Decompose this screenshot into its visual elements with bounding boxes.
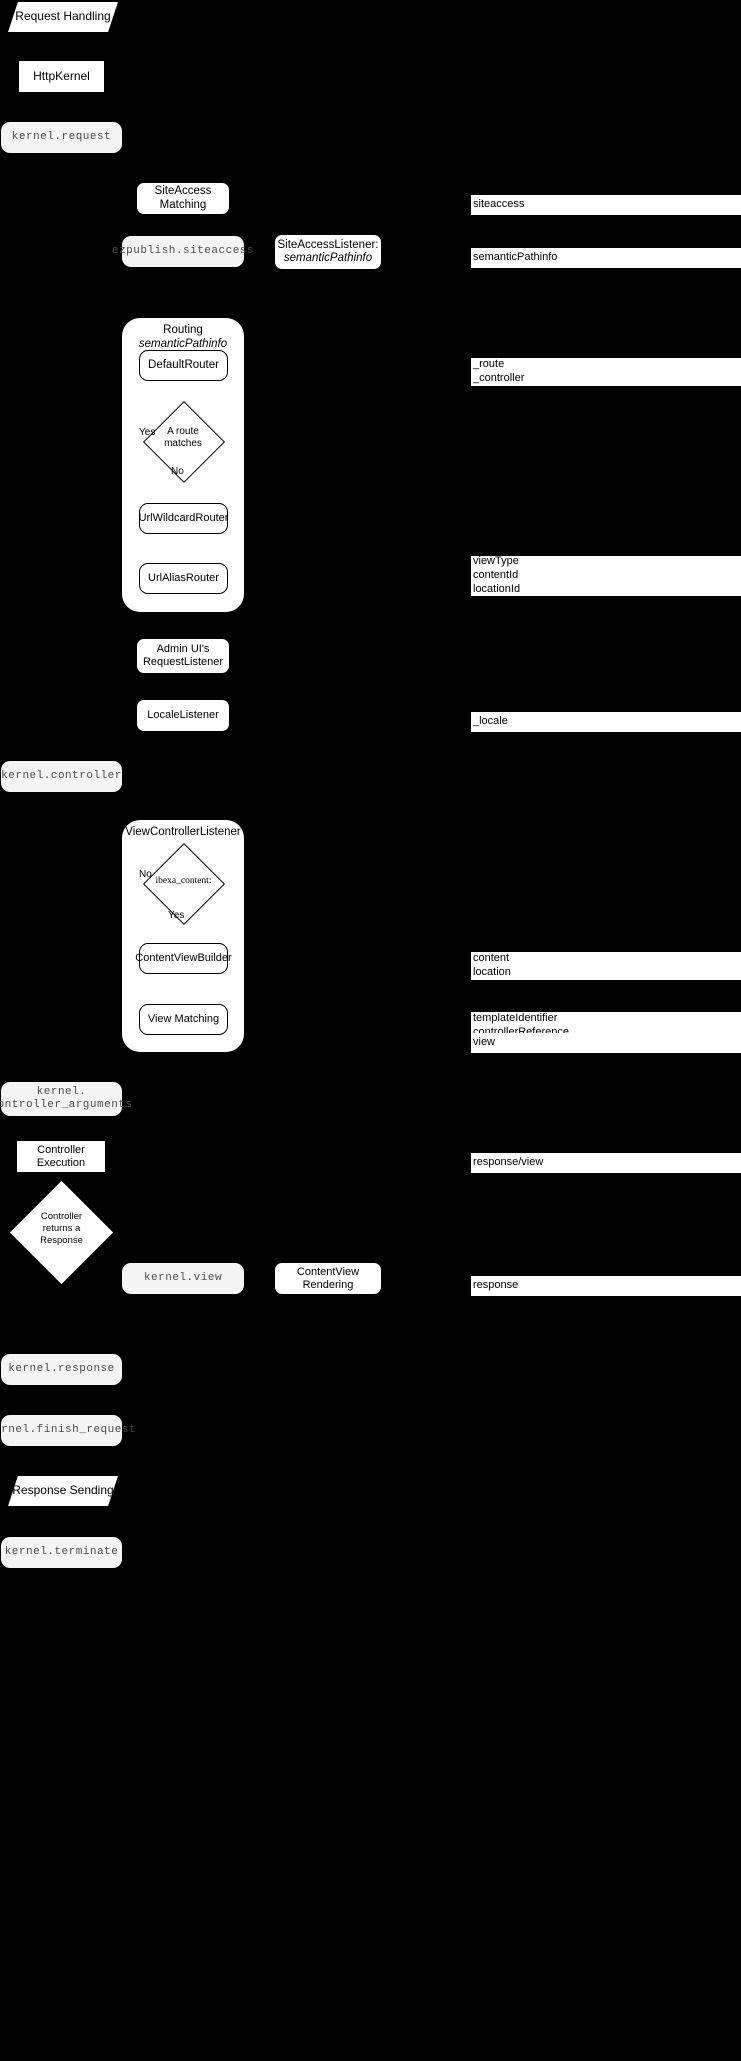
node-url-wildcard-router[interactable]: UrlWildcardRouter	[139, 503, 228, 534]
attribute-box-siteaccess: siteaccess	[471, 195, 741, 215]
node-label: View Matching	[147, 1013, 220, 1026]
attribute-line: locationId	[473, 582, 521, 595]
event-label-line1: kernel.	[36, 1086, 87, 1099]
attribute-box-view-content-location-ids: viewType contentId locationId	[471, 555, 741, 596]
attribute-line: content	[473, 952, 510, 965]
node-view-matching[interactable]: View Matching	[139, 1004, 228, 1035]
decision-label-line1: ibexa_content:	[155, 876, 212, 886]
event-kernel-terminate[interactable]: kernel.terminate	[1, 1537, 122, 1568]
attribute-box-semanticpathinfo: semanticPathinfo	[471, 248, 741, 268]
attribute-box-content-location: content location	[471, 952, 741, 980]
event-kernel-response[interactable]: kernel.response	[1, 1354, 122, 1385]
node-label: UrlWildcardRouter	[138, 512, 229, 525]
phase-response-sending: Response Sending	[8, 1476, 118, 1506]
node-label: LocaleListener	[147, 709, 219, 722]
node-label: ContentView Rendering	[296, 1265, 360, 1291]
phase-label: Response Sending	[12, 1483, 114, 1498]
attribute-line: _route	[473, 358, 505, 371]
decision-label-line2: matches	[164, 437, 202, 449]
event-label: kernel.finish_request	[0, 1424, 137, 1437]
edge-label-text: Yes	[139, 427, 156, 438]
node-label-line2: semanticPathinfo	[283, 252, 373, 264]
attribute-line: semanticPathinfo	[473, 251, 558, 264]
event-kernel-request[interactable]: kernel.request	[1, 122, 122, 153]
node-label-line2: RequestListener	[142, 656, 224, 668]
event-label: kernel.response	[8, 1363, 115, 1376]
node-siteaccess-listener[interactable]: SiteAccessListener: semanticPathinfo	[275, 235, 381, 269]
attribute-line: _controller	[473, 372, 525, 384]
attribute-line: location	[473, 966, 511, 978]
decision-label-line1: Controller	[40, 1211, 83, 1222]
attribute-box-view: view	[471, 1033, 741, 1053]
decision-route-matches-label: A route matches	[155, 426, 211, 449]
edge-label-ibexa-yes: Yes	[168, 910, 184, 921]
event-label: kernel.request	[11, 131, 112, 144]
event-label: kernel.terminate	[4, 1546, 119, 1559]
group-title-prefix: Routing	[163, 324, 203, 336]
node-content-view-builder[interactable]: ContentViewBuilder	[135, 943, 232, 974]
node-label-line1: Admin UI's	[156, 643, 210, 656]
decision-ibexa-content-label: ibexa_content:	[144, 876, 223, 886]
decision-controller-returns-response-label: Controller returns a Response	[25, 1211, 98, 1247]
edge-label-text: No	[171, 466, 184, 477]
event-ezpublish-siteaccess[interactable]: ezpublish.siteaccess	[112, 236, 254, 267]
node-label: DefaultRouter	[148, 358, 219, 371]
node-default-router[interactable]: DefaultRouter	[139, 350, 228, 381]
attribute-box-response-view: response/view	[471, 1153, 741, 1173]
event-label-line2: controller_arguments	[0, 1099, 133, 1111]
attribute-box-locale: _locale	[471, 712, 741, 732]
node-url-alias-router[interactable]: UrlAliasRouter	[139, 563, 228, 594]
node-contentview-rendering[interactable]: ContentView Rendering	[275, 1263, 381, 1294]
node-admin-ui-request-listener[interactable]: Admin UI's RequestListener	[137, 639, 229, 673]
event-kernel-controller-arguments[interactable]: kernel. controller_arguments	[0, 1082, 132, 1116]
node-httpkernel[interactable]: HttpKernel	[19, 61, 104, 92]
attribute-line: view	[473, 1036, 496, 1049]
edge-label-route-no: No	[171, 466, 184, 477]
node-label-line1: SiteAccessListener:	[277, 238, 379, 251]
attribute-line: templateIdentifier	[473, 1012, 558, 1025]
decision-label-line2: returns a	[42, 1222, 81, 1234]
decision-label-line1: A route	[167, 426, 199, 437]
node-controller-execution[interactable]: Controller Execution	[17, 1141, 105, 1172]
attribute-line: viewType	[473, 555, 519, 568]
edge-label-route-yes: Yes	[139, 427, 155, 438]
event-label: kernel.view	[143, 1272, 223, 1285]
phase-request-handling: Request Handling	[8, 2, 118, 32]
group-title-italic: semanticPathinfo	[138, 337, 228, 350]
node-siteaccess-matching[interactable]: SiteAccess Matching	[137, 183, 229, 214]
event-kernel-controller[interactable]: kernel.controller	[1, 761, 122, 792]
event-label: kernel.controller	[1, 770, 122, 783]
event-kernel-finish-request[interactable]: kernel.finish_request	[0, 1415, 136, 1446]
attribute-line: siteaccess	[473, 198, 525, 211]
attribute-box-response: response	[471, 1276, 741, 1296]
attribute-line: response/view	[473, 1156, 544, 1169]
group-vcl-title: ViewControllerListener	[122, 826, 244, 840]
event-label: ezpublish.siteaccess	[111, 245, 255, 258]
node-label: ContentViewBuilder	[135, 952, 232, 965]
node-label: SiteAccess Matching	[154, 185, 212, 211]
edge-label-ibexa-no: No	[139, 869, 152, 880]
decision-label-line3: Response	[40, 1234, 83, 1246]
node-label: HttpKernel	[33, 68, 90, 83]
attribute-line: _locale	[473, 715, 508, 728]
phase-label: Request Handling	[15, 9, 111, 24]
attribute-line: contentId	[473, 569, 519, 582]
attribute-box-route-controller: _route _controller	[471, 358, 741, 386]
attribute-line: response	[473, 1279, 519, 1292]
group-title-text: ViewControllerListener	[125, 826, 241, 838]
edge-label-text: No	[139, 869, 152, 880]
node-locale-listener[interactable]: LocaleListener	[137, 700, 229, 731]
event-kernel-view[interactable]: kernel.view	[122, 1263, 244, 1294]
node-label: UrlAliasRouter	[148, 572, 219, 585]
node-label: Controller Execution	[36, 1143, 86, 1169]
edge-label-text: Yes	[168, 910, 185, 921]
